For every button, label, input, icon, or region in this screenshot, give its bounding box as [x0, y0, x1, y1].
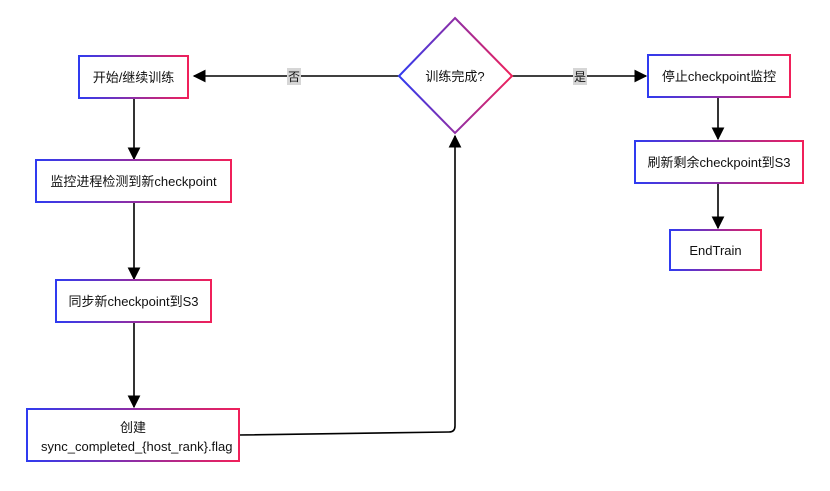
node-stop-label: 停止checkpoint监控: [662, 69, 776, 84]
node-start-label: 开始/继续训练: [93, 70, 175, 85]
node-create-label-line1: 创建: [120, 420, 146, 435]
node-end[interactable]: EndTrain: [669, 229, 762, 271]
node-end-label: EndTrain: [689, 243, 741, 258]
node-flush-label: 刷新剩余checkpoint到S3: [647, 155, 790, 170]
node-create-label-line2: sync_completed_{host_rank}.flag: [41, 439, 233, 454]
node-monitor-label: 监控进程检测到新checkpoint: [50, 174, 217, 189]
node-stop[interactable]: 停止checkpoint监控: [647, 54, 791, 98]
node-start[interactable]: 开始/继续训练: [78, 55, 189, 99]
node-monitor[interactable]: 监控进程检测到新checkpoint: [35, 159, 232, 203]
edge-create-to-decision: [238, 134, 462, 436]
node-create[interactable]: 创建 sync_completed_{host_rank}.flag: [26, 408, 240, 462]
node-decision-label: 训练完成?: [425, 69, 484, 84]
edge-label-yes: 是: [573, 68, 587, 85]
node-sync[interactable]: 同步新checkpoint到S3: [55, 279, 212, 323]
node-flush[interactable]: 刷新剩余checkpoint到S3: [634, 140, 804, 184]
edge-label-no-text: 否: [288, 70, 300, 84]
edge-label-no: 否: [287, 68, 301, 85]
node-sync-label: 同步新checkpoint到S3: [68, 294, 198, 309]
edges: [127, 69, 725, 436]
node-decision[interactable]: 训练完成?: [397, 16, 514, 135]
edge-label-yes-text: 是: [574, 70, 586, 84]
